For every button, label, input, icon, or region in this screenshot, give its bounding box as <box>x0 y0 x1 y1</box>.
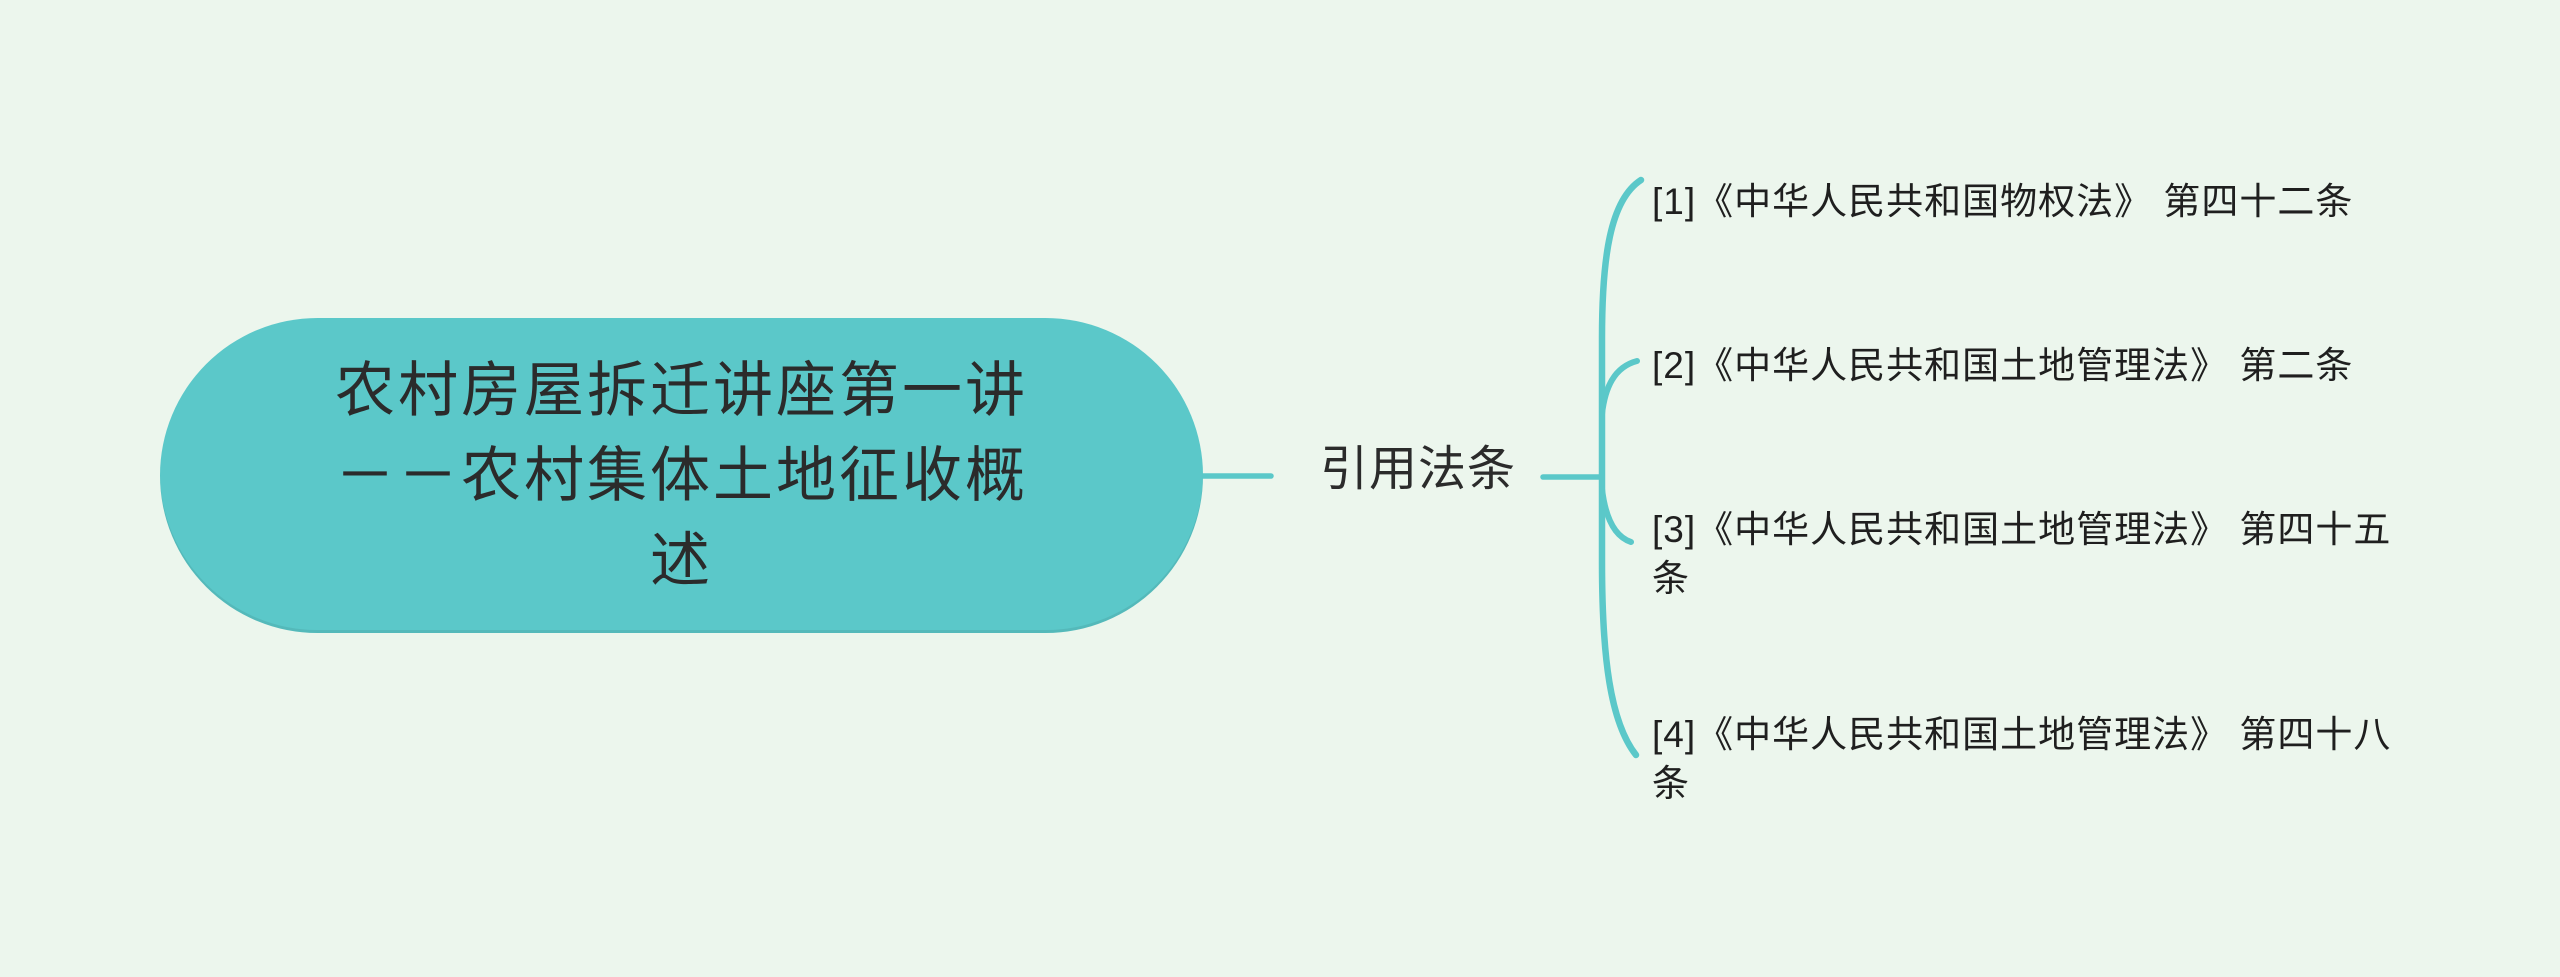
brace-hook-item-2 <box>1599 358 1640 417</box>
child-topic-node-1[interactable]: [1]《中华人民共和国物权法》 第四十二条 <box>1652 177 2412 226</box>
root-topic-node[interactable]: 农村房屋拆迁讲座第一讲 －－农村集体土地征收概 述 <box>160 318 1203 633</box>
child-topic-node-2[interactable]: [2]《中华人民共和国土地管理法》 第二条 <box>1652 341 2412 390</box>
child-topic-4-text-line-1: [4]《中华人民共和国土地管理法》 第四十八 <box>1652 714 2392 755</box>
child-topic-2-text: [2]《中华人民共和国土地管理法》 第二条 <box>1652 345 2354 386</box>
children-brace-spine <box>1598 176 1645 759</box>
brace-hook-item-3 <box>1599 486 1634 545</box>
root-topic-title-line-2: －－农村集体土地征收概 <box>335 442 1028 509</box>
child-topic-1-text: [1]《中华人民共和国物权法》 第四十二条 <box>1652 181 2354 222</box>
root-topic-title-line-3: 述 <box>650 527 713 594</box>
child-topic-node-3[interactable]: [3]《中华人民共和国土地管理法》 第四十五 条 <box>1652 505 2412 603</box>
branch-topic-node[interactable]: 引用法条 <box>1320 443 1517 496</box>
child-topic-4-text-line-2: 条 <box>1652 763 1690 804</box>
child-topic-node-4[interactable]: [4]《中华人民共和国土地管理法》 第四十八 条 <box>1652 710 2412 808</box>
child-topic-3-text-line-1: [3]《中华人民共和国土地管理法》 第四十五 <box>1652 509 2392 550</box>
root-topic-title-line-1: 农村房屋拆迁讲座第一讲 <box>335 357 1028 424</box>
child-topic-3-text-line-2: 条 <box>1652 558 1690 599</box>
